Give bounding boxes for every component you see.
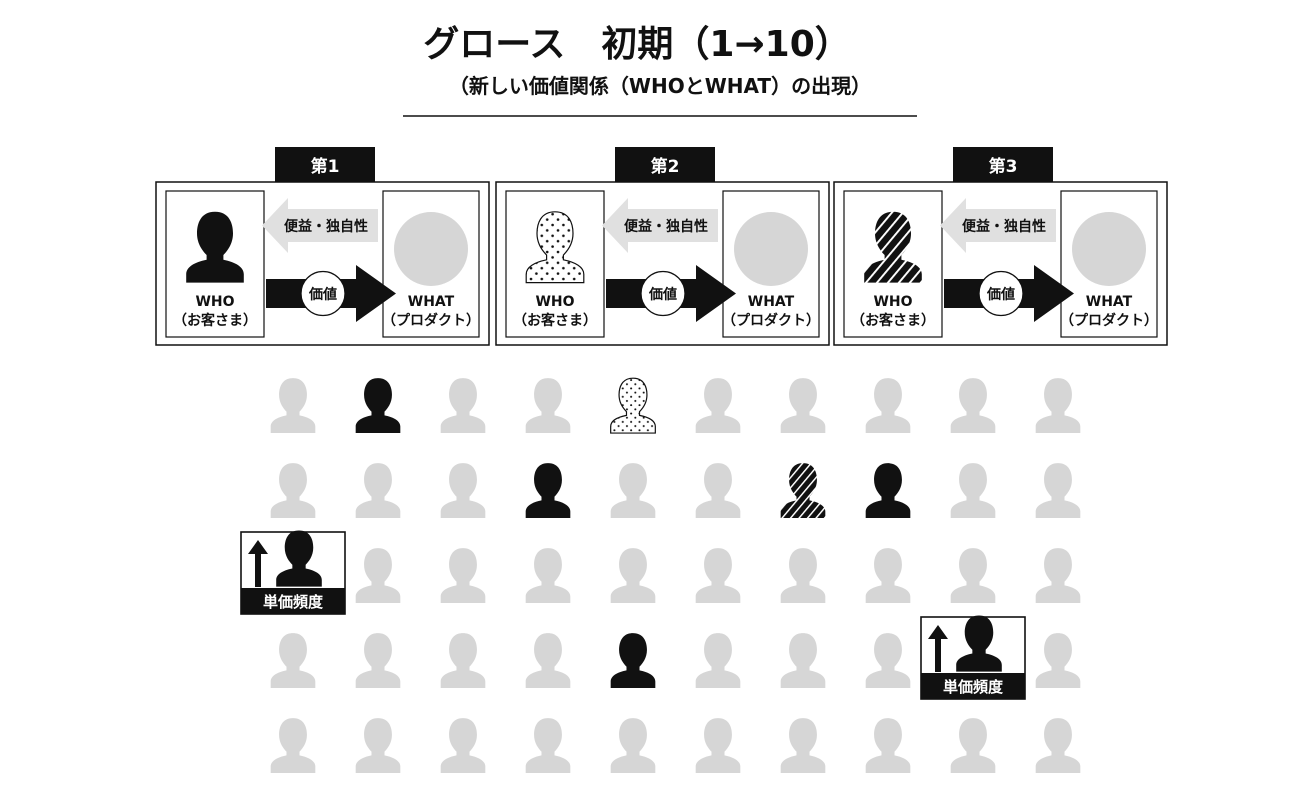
what-sublabel: （プロダクト） — [722, 312, 820, 329]
badge-label: 単価頻度 — [263, 593, 324, 611]
ghost-person-icon — [440, 633, 486, 689]
what-sublabel: （プロダクト） — [1060, 312, 1158, 329]
value-bubble — [300, 270, 346, 317]
who-label: WHO — [873, 294, 912, 310]
what-label: WHAT — [408, 294, 455, 310]
ghost-person-icon — [1035, 718, 1081, 774]
value-bubble — [978, 270, 1024, 317]
ghost-person-icon — [865, 378, 911, 434]
page-title: グロース 初期（1→10） — [423, 24, 851, 65]
benefit-arrow-icon — [602, 198, 718, 253]
ghost-person-icon — [865, 548, 911, 604]
what-sublabel: （プロダクト） — [382, 312, 480, 329]
ghost-person-icon — [695, 463, 741, 519]
who-label: WHO — [195, 294, 234, 310]
ghost-person-icon — [1035, 548, 1081, 604]
what-label: WHAT — [748, 294, 795, 310]
ghost-person-icon — [865, 718, 911, 774]
ghost-person-icon — [695, 378, 741, 434]
benefit-arrow-label: 便益・独自性 — [284, 218, 368, 235]
badge-label-bar — [241, 588, 345, 614]
customer-person-icon — [610, 633, 656, 689]
ghost-person-icon — [355, 718, 401, 774]
ghost-person-icon — [270, 633, 316, 689]
ghost-person-icon — [695, 548, 741, 604]
panel-tab — [615, 147, 715, 182]
ghost-person-icon — [270, 463, 316, 519]
ghost-person-icon — [950, 718, 996, 774]
who-sublabel: （お客さま） — [851, 312, 935, 329]
ghost-person-icon — [525, 718, 571, 774]
ghost-person-icon — [865, 633, 911, 689]
ghost-person-icon — [950, 463, 996, 519]
customer-person-icon — [865, 463, 911, 519]
ghost-person-icon — [780, 548, 826, 604]
ghost-person-icon — [695, 633, 741, 689]
product-circle-icon — [734, 212, 808, 286]
ghost-person-icon — [270, 378, 316, 434]
ghost-person-icon — [270, 718, 316, 774]
badge-label: 単価頻度 — [943, 678, 1004, 696]
ghost-person-icon — [950, 548, 996, 604]
arrow-up-icon — [928, 625, 948, 672]
ghost-person-icon — [780, 718, 826, 774]
who-sublabel: （お客さま） — [173, 312, 257, 329]
ghost-person-icon — [695, 718, 741, 774]
value-bubble-label: 価値 — [986, 286, 1015, 303]
price-frequency-badge: 単価頻度 — [920, 615, 1026, 700]
value-bubble-label: 価値 — [648, 286, 677, 303]
customer-person-icon — [355, 378, 401, 434]
ghost-person-icon — [610, 463, 656, 519]
badge-label-bar — [921, 673, 1025, 699]
ghost-person-icon — [355, 548, 401, 604]
what-label: WHAT — [1086, 294, 1133, 310]
ghost-person-icon — [355, 463, 401, 519]
who-sublabel: （お客さま） — [513, 312, 597, 329]
customer-person-icon — [780, 463, 826, 519]
ghost-person-icon — [440, 718, 486, 774]
panel-tab-label: 第3 — [989, 156, 1018, 177]
benefit-arrow-icon — [940, 198, 1056, 253]
page-subtitle: （新しい価値関係（WHOとWHAT）の出現） — [449, 74, 871, 98]
value-bubble-label: 価値 — [308, 286, 337, 303]
ghost-person-icon — [950, 378, 996, 434]
ghost-person-icon — [525, 548, 571, 604]
ghost-person-icon — [780, 633, 826, 689]
ghost-person-icon — [1035, 633, 1081, 689]
product-circle-icon — [394, 212, 468, 286]
customer-person-icon — [610, 377, 656, 434]
arrow-up-icon — [248, 540, 268, 587]
panel-tab-label: 第2 — [651, 156, 680, 177]
ghost-person-icon — [525, 633, 571, 689]
who-label: WHO — [535, 294, 574, 310]
ghost-person-icon — [440, 548, 486, 604]
ghost-person-icon — [780, 378, 826, 434]
customer-person-icon — [525, 463, 571, 519]
benefit-arrow-icon — [262, 198, 378, 253]
ghost-person-icon — [355, 633, 401, 689]
ghost-person-icon — [1035, 463, 1081, 519]
benefit-arrow-label: 便益・独自性 — [962, 218, 1046, 235]
panel-tab-label: 第1 — [311, 156, 340, 177]
benefit-arrow-label: 便益・独自性 — [624, 218, 708, 235]
panel-tab — [953, 147, 1053, 182]
ghost-person-icon — [610, 548, 656, 604]
value-bubble — [640, 270, 686, 317]
ghost-person-icon — [440, 378, 486, 434]
panel-tab — [275, 147, 375, 182]
ghost-person-icon — [440, 463, 486, 519]
ghost-person-icon — [525, 378, 571, 434]
ghost-person-icon — [1035, 378, 1081, 434]
ghost-person-icon — [610, 718, 656, 774]
price-frequency-badge: 単価頻度 — [240, 530, 346, 615]
product-circle-icon — [1072, 212, 1146, 286]
